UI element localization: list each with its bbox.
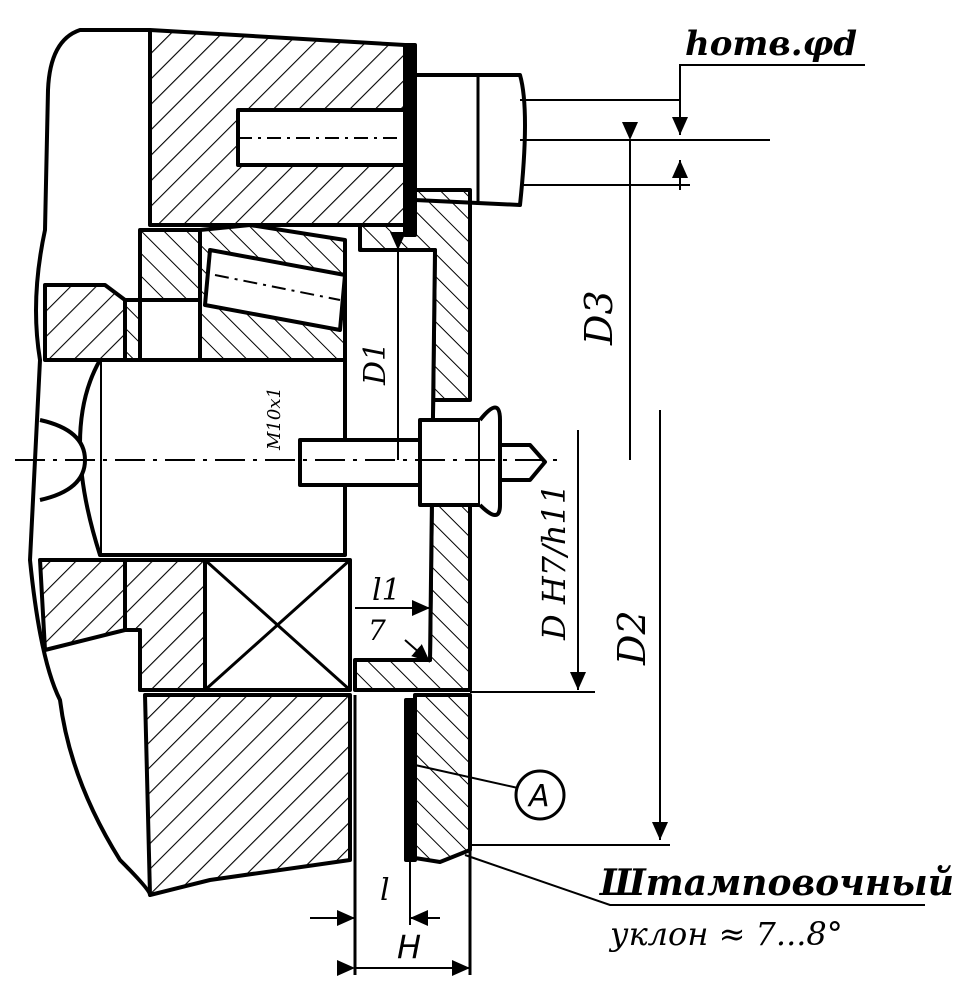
draft-note-leader — [464, 854, 925, 906]
left-hub-lower — [38, 558, 127, 652]
d1-label: D1 — [358, 342, 393, 386]
seal-shim-bottom — [404, 698, 417, 862]
hole-dim-leader — [520, 64, 865, 101]
d2-label: D2 — [610, 610, 654, 666]
callout-a-label: A — [527, 779, 550, 814]
stud — [298, 438, 422, 487]
housing-bottom-section — [143, 693, 352, 897]
nut — [418, 418, 482, 507]
housing-outline — [28, 28, 152, 896]
l-label: l — [380, 873, 390, 908]
stud-label: М10х1 — [264, 387, 285, 451]
bolt-head — [413, 73, 527, 207]
draft-note-line1: Штамповочный — [598, 862, 954, 904]
seven-label: 7 — [368, 614, 386, 647]
bearing-cover — [353, 188, 472, 692]
draft-note-line2: уклон ≈ 7...8° — [608, 915, 843, 953]
hole-dim-label: hотв.φd — [685, 24, 857, 64]
callout-a-leader — [414, 764, 519, 789]
h-label: H — [397, 928, 421, 966]
spacer-ring — [123, 558, 207, 692]
l1-label: l1 — [372, 573, 401, 608]
left-hub-section — [43, 283, 127, 362]
callout-a-circle — [514, 769, 566, 821]
tapered-roller — [203, 248, 347, 332]
fit-label: D H7/h11 — [535, 484, 573, 641]
cover-flange-lower — [413, 693, 472, 864]
d3-label: D3 — [577, 290, 621, 346]
